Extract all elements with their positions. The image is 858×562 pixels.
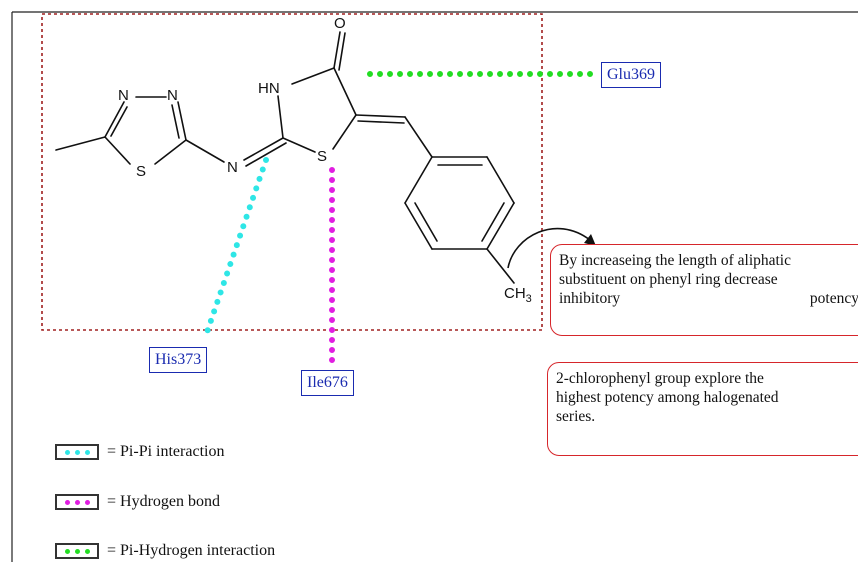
legend-label-pi-pi: = Pi-Pi interaction — [107, 443, 225, 460]
atom-methyl: CH3 — [504, 285, 532, 305]
atom-labels: N N S N HN O S CH3 — [118, 15, 532, 305]
note-chlorophenyl-line2: highest potency among halogenated — [556, 389, 779, 406]
note-aliphatic-line3: inhibitory potency — [559, 290, 858, 307]
legend-label-hydrogen-bond: = Hydrogen bond — [107, 493, 221, 510]
note-aliphatic-line2: substituent on phenyl ring decrease — [559, 271, 778, 288]
legend-hydrogen-bond: = Hydrogen bond — [55, 491, 220, 513]
note-aliphatic-line1: By increaseing the length of aliphatic — [559, 252, 791, 269]
legend-label-pi-hydrogen: = Pi-Hydrogen interaction — [107, 542, 276, 559]
note-chlorophenyl: 2-chlorophenyl group explore the highest… — [547, 362, 858, 456]
residue-ile676: Ile676 — [301, 370, 354, 396]
arrow-head-icon — [584, 234, 596, 246]
legend-pi-hydrogen: = Pi-Hydrogen interaction — [55, 540, 275, 562]
legend-swatch-pi-hydrogen — [55, 543, 99, 559]
annotation-arrow — [507, 227, 591, 269]
legend-swatch-pi-pi — [55, 444, 99, 460]
scaffold-region-box — [41, 13, 543, 331]
legend-pi-pi: = Pi-Pi interaction — [55, 441, 224, 463]
atom-nh: HN — [258, 80, 280, 97]
pi-pi-interaction-line — [202, 157, 269, 341]
note-chlorophenyl-line1: 2-chlorophenyl group explore the — [556, 370, 764, 387]
residue-his373: His373 — [149, 347, 208, 373]
atom-carbonyl-o: O — [334, 15, 346, 32]
atom-s-thiazolidine: S — [317, 148, 327, 165]
note-aliphatic-substituent: By increaseing the length of aliphatic s… — [550, 244, 858, 336]
atom-s-thiadiazole: S — [136, 163, 146, 180]
legend-swatch-hydrogen-bond — [55, 494, 99, 510]
residue-glu369: Glu369 — [601, 62, 661, 88]
molecule-bonds — [55, 31, 515, 284]
atom-imine-n: N — [227, 159, 238, 176]
atom-n1: N — [118, 87, 129, 104]
note-chlorophenyl-line3: series. — [556, 408, 596, 425]
atom-n2: N — [167, 87, 178, 104]
